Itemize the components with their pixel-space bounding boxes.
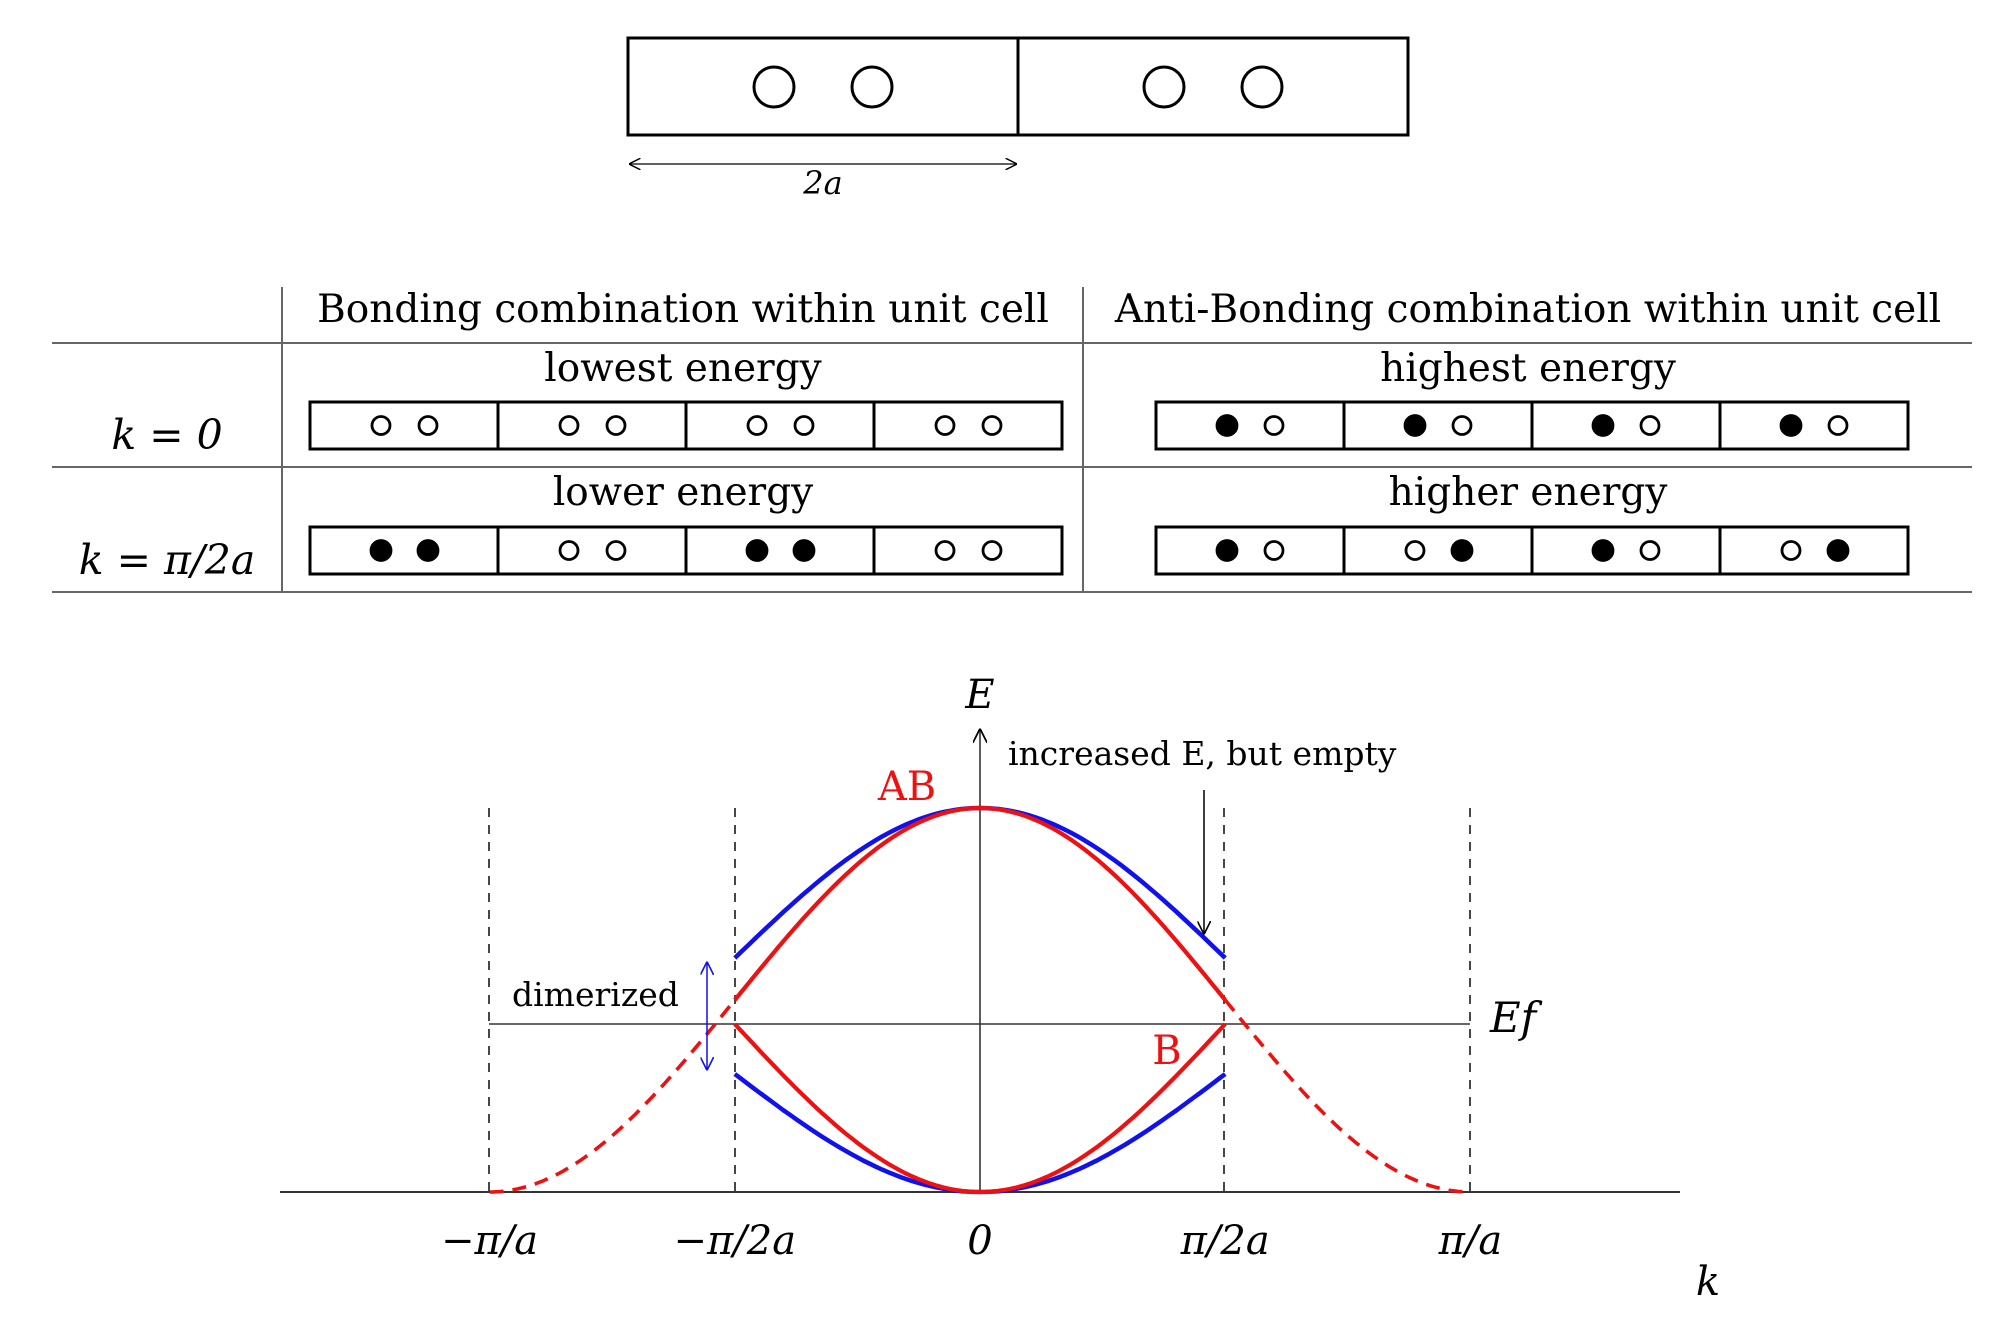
column-header-antibonding: Anti-Bonding combination within unit cel… — [1114, 287, 1941, 332]
empty-orbital — [981, 415, 1003, 436]
antibonding-label: AB — [877, 764, 936, 810]
filled-orbital — [369, 539, 393, 562]
bonding-band — [733, 1022, 1227, 1195]
empty-orbital — [417, 415, 439, 436]
filled-orbital — [792, 539, 816, 562]
combination-table: Bonding combination within unit cell Ant… — [52, 287, 1972, 593]
empty-orbital — [981, 540, 1003, 561]
filled-orbital — [1450, 539, 1474, 562]
caption-highest-energy: highest energy — [1380, 346, 1676, 391]
empty-orbital — [370, 415, 392, 436]
k-tick-label: π/a — [1438, 1218, 1503, 1264]
filled-orbital — [1591, 539, 1615, 562]
k-axis-label: k — [1696, 1259, 1720, 1305]
empty-orbital — [1639, 415, 1661, 436]
empty-orbital — [1451, 415, 1473, 436]
atom — [850, 65, 894, 109]
band-diagram: E k Ef AB B dimerized increased E, but e… — [280, 672, 1720, 1305]
caption-lowest-energy: lowest energy — [544, 346, 821, 391]
row-label-k0: k = 0 — [111, 411, 222, 459]
empty-orbital — [558, 415, 580, 436]
empty-orbital — [1404, 540, 1426, 561]
orbital-chain-bonding — [308, 525, 1064, 576]
bonding-label: B — [1152, 1028, 1181, 1074]
filled-orbital — [416, 539, 440, 562]
atom — [752, 65, 796, 109]
empty-orbital — [1827, 415, 1849, 436]
k-tick-label: 0 — [967, 1218, 992, 1264]
filled-orbital — [1779, 414, 1803, 437]
dimerized-label: dimerized — [512, 975, 679, 1014]
orbital-chain-antibonding — [1154, 400, 1910, 451]
k-tick-label: π/2a — [1180, 1218, 1270, 1264]
empty-orbital — [605, 540, 627, 561]
empty-orbital — [1780, 540, 1802, 561]
row-label-k-pi-2a: k = π/2a — [79, 536, 256, 584]
empty-orbital — [1263, 415, 1285, 436]
column-header-bonding: Bonding combination within unit cell — [317, 287, 1049, 332]
caption-higher-energy: higher energy — [1389, 470, 1668, 515]
length-label: 2a — [802, 164, 842, 202]
orbital-chain-antibonding — [1154, 525, 1910, 576]
caption-lower-energy: lower energy — [553, 470, 813, 515]
filled-orbital — [1403, 414, 1427, 437]
k-tick-label: −π/2a — [674, 1218, 797, 1264]
orbital-chain-bonding — [308, 400, 1064, 451]
antibonding-band — [733, 805, 1227, 1002]
fermi-level-label: Ef — [1489, 993, 1543, 1042]
atom — [1142, 65, 1186, 109]
atom — [1240, 65, 1284, 109]
k-tick-label: −π/a — [441, 1218, 538, 1264]
k-axis-ticks: −π/a −π/2a 0 π/2a π/a — [441, 1218, 1502, 1264]
antibonding-extension-right — [1223, 998, 1471, 1194]
empty-orbital — [605, 415, 627, 436]
filled-orbital — [1591, 414, 1615, 437]
unit-cell-diagram: 2a — [626, 36, 1410, 202]
orbital-chains — [308, 400, 1910, 576]
filled-orbital — [1826, 539, 1850, 562]
empty-orbital — [558, 540, 580, 561]
empty-orbital — [934, 415, 956, 436]
filled-orbital — [745, 539, 769, 562]
empty-orbital — [1263, 540, 1285, 561]
empty-orbital — [746, 415, 768, 436]
antibonding-extension-left — [489, 998, 737, 1194]
energy-axis-label: E — [964, 672, 994, 718]
empty-orbital — [793, 415, 815, 436]
filled-orbital — [1215, 414, 1239, 437]
empty-orbital — [934, 540, 956, 561]
empty-orbital — [1639, 540, 1661, 561]
empty-band-annotation: increased E, but empty — [1008, 734, 1397, 773]
filled-orbital — [1215, 539, 1239, 562]
